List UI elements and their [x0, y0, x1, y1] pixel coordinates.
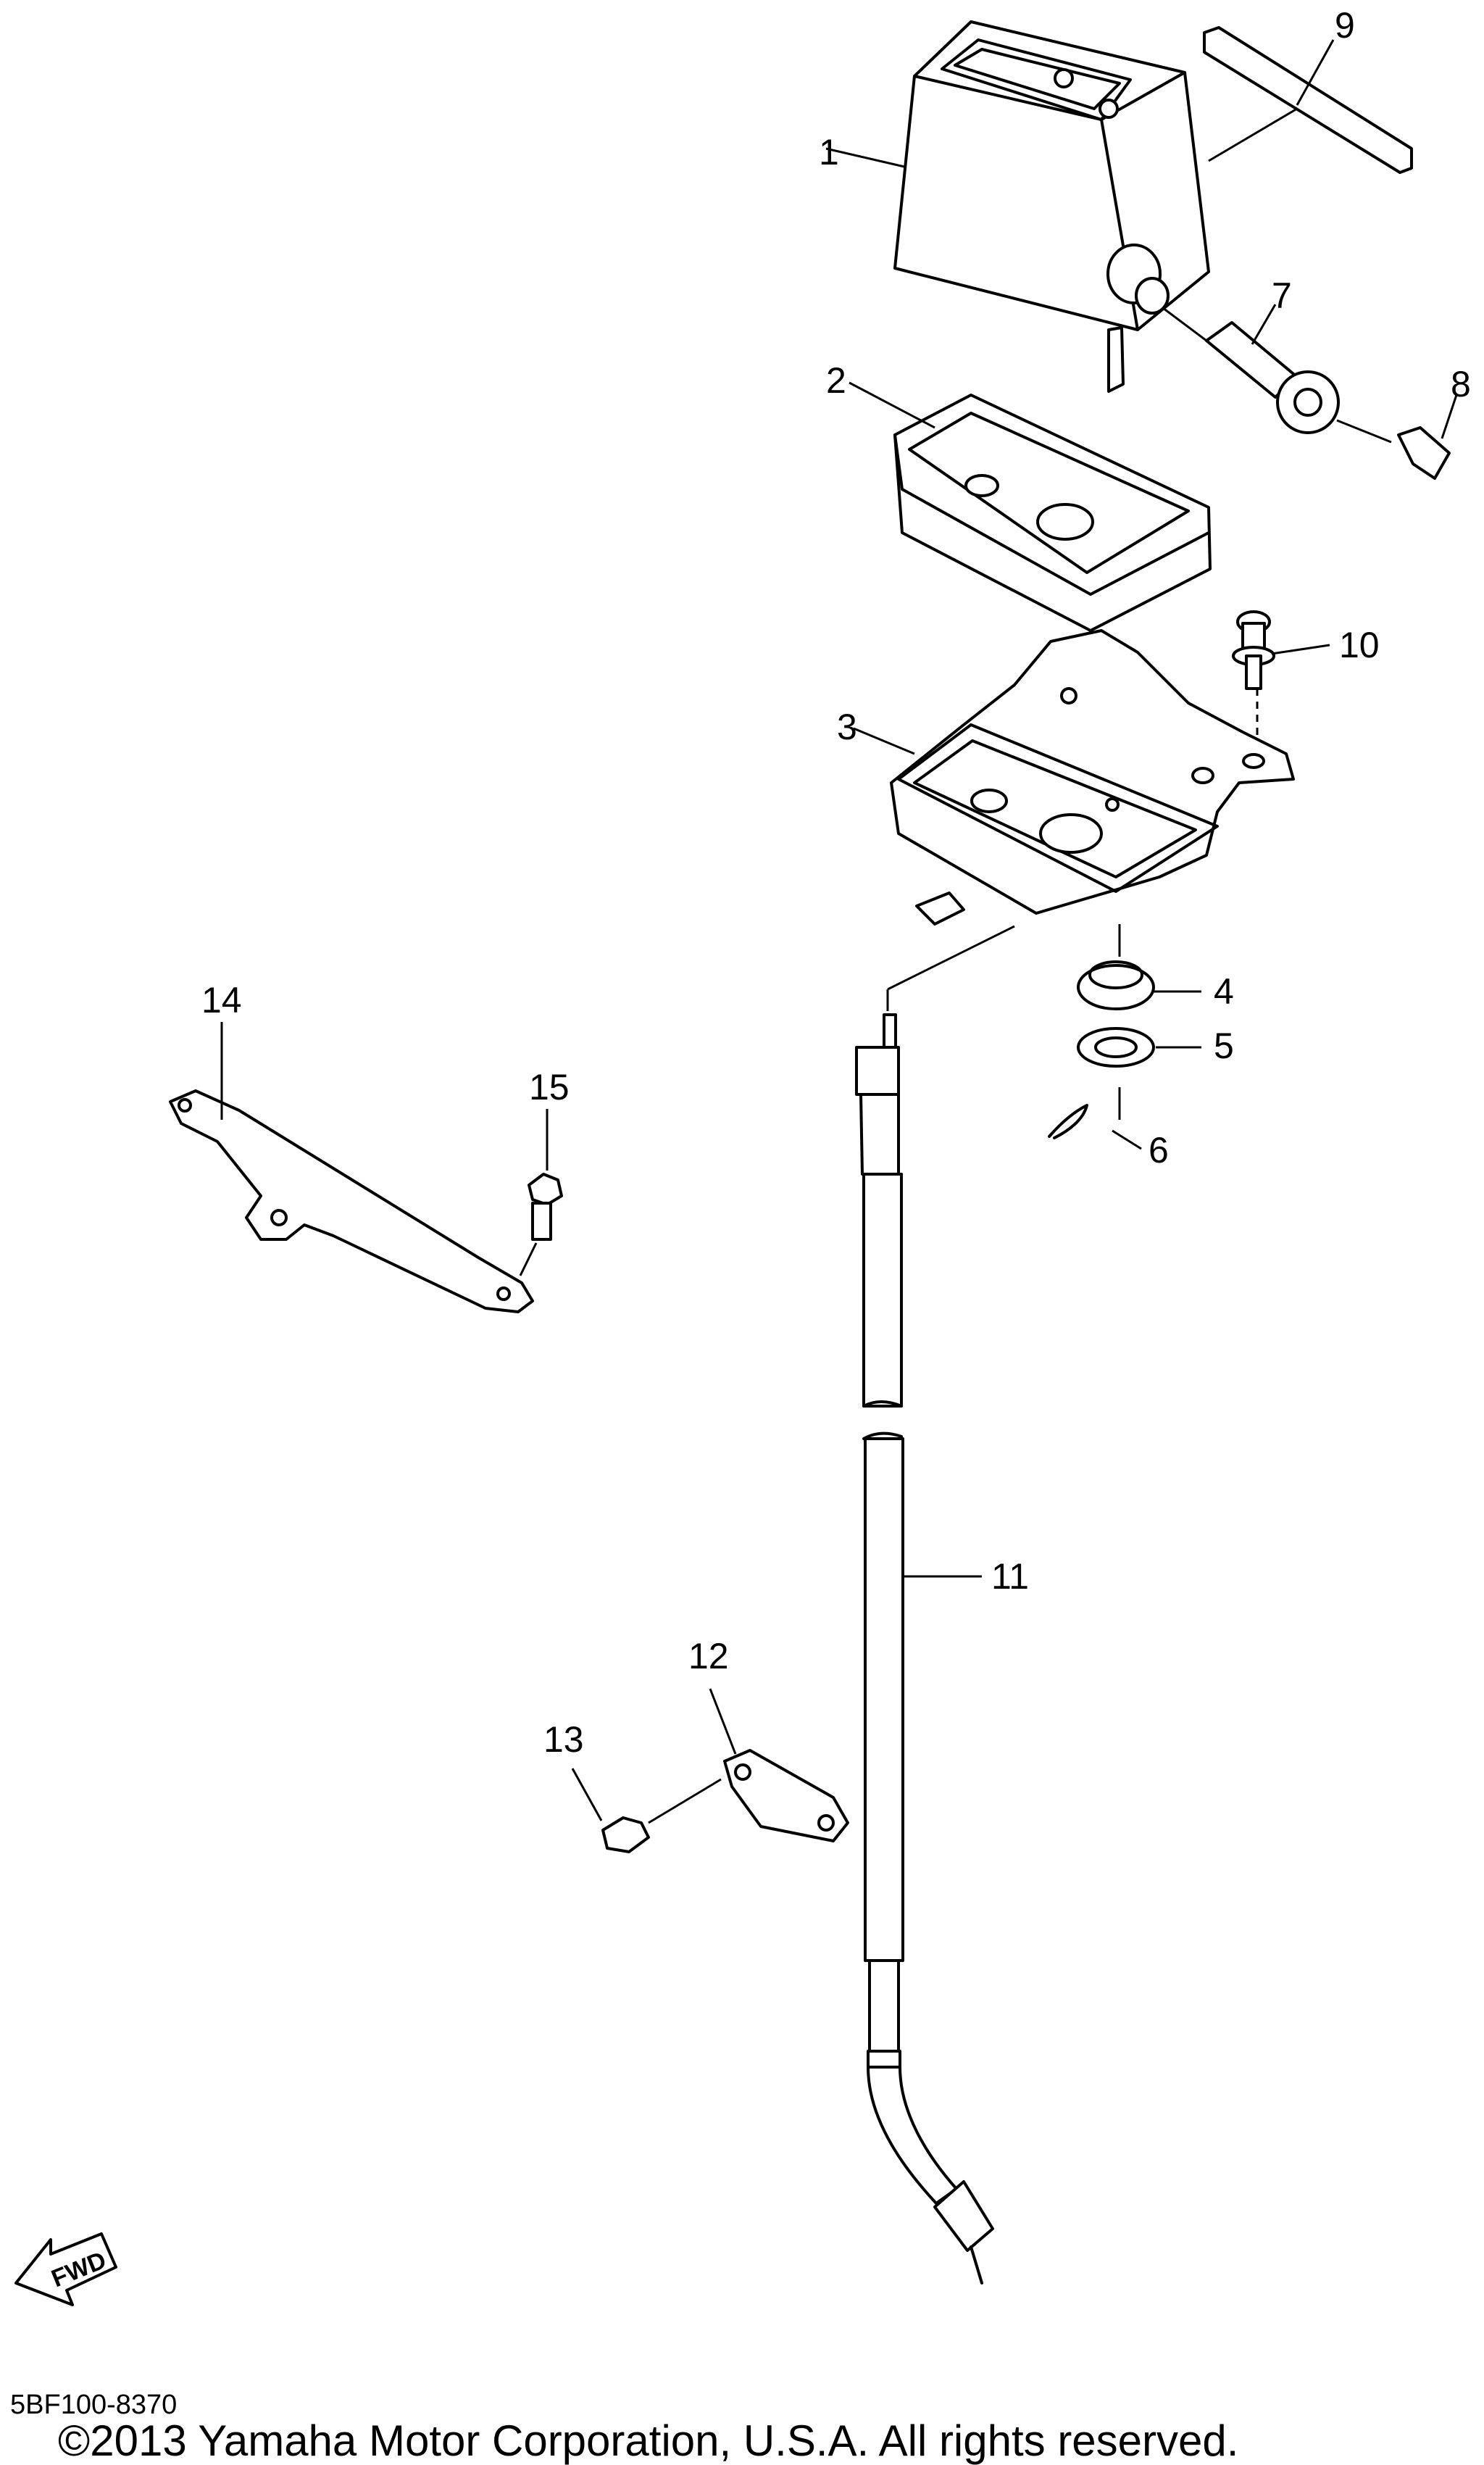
- callout-14: 14: [201, 980, 242, 1020]
- part-drive-gear: [1162, 304, 1392, 444]
- part-screw: [1397, 394, 1458, 480]
- part-meter-cable: [855, 1013, 994, 2285]
- callout-5: 5: [1214, 1026, 1234, 1066]
- part-grommet: [1077, 924, 1201, 1010]
- copyright-notice: ©2013 Yamaha Motor Corporation, U.S.A. A…: [58, 2416, 1239, 2465]
- part-stay-bolt: [519, 1109, 563, 1276]
- callout-7: 7: [1272, 275, 1292, 316]
- drawing-id: 5BF100-8370: [10, 2390, 178, 2420]
- callout-12: 12: [688, 1636, 729, 1676]
- part-stay: [169, 1022, 534, 1313]
- part-meter-bracket: [853, 629, 1295, 1011]
- callout-3: 3: [837, 707, 857, 747]
- part-cotter-pin: [1048, 1087, 1142, 1150]
- fwd-arrow-icon: FWD: [14, 2232, 117, 2306]
- callout-13: 13: [543, 1719, 584, 1760]
- callout-11: 11: [991, 1556, 1029, 1597]
- callout-1: 1: [819, 132, 839, 172]
- part-meter-assembly: [825, 20, 1210, 393]
- callout-6: 6: [1149, 1130, 1169, 1171]
- part-cable-clamp: [648, 1688, 849, 1842]
- part-label-strip: [1203, 26, 1413, 174]
- part-flange-bolt: [1232, 610, 1330, 747]
- part-washer: [1077, 1027, 1201, 1068]
- callout-15: 15: [529, 1067, 570, 1107]
- callout-9: 9: [1335, 5, 1355, 46]
- callout-8: 8: [1451, 364, 1471, 404]
- part-clamp-bolt: [571, 1768, 650, 1853]
- callout-2: 2: [826, 360, 846, 401]
- callout-4: 4: [1214, 971, 1234, 1012]
- callout-10: 10: [1339, 625, 1380, 665]
- part-damper-cover: [849, 381, 1212, 632]
